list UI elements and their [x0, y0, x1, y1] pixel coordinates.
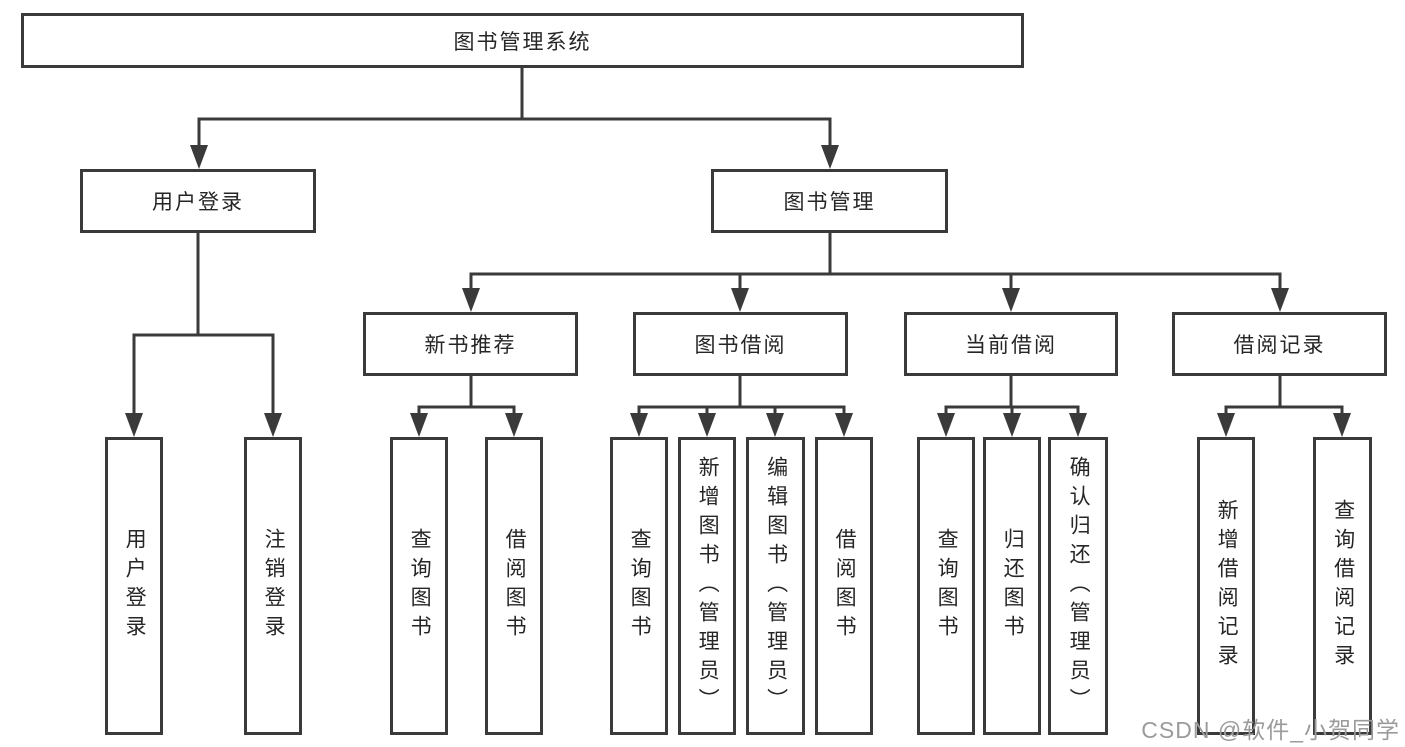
leaf-user-login: 用户登录: [105, 437, 163, 735]
leaf-records-query-record: 查询借阅记录: [1313, 437, 1372, 735]
node-label: 确认归还（管理员）: [1067, 455, 1091, 717]
node-label: 查询图书: [628, 528, 652, 644]
node-label: 用户登录: [123, 528, 147, 644]
leaf-records-add-record: 新增借阅记录: [1197, 437, 1255, 735]
node-label: 编辑图书（管理员）: [764, 455, 788, 717]
leaf-borrow-edit-books-admin: 编辑图书（管理员）: [746, 437, 805, 735]
node-label: 查询借阅记录: [1331, 499, 1355, 673]
node-label: 图书借阅: [694, 334, 787, 357]
node-label: 借阅记录: [1233, 334, 1326, 357]
node-current-borrow: 当前借阅: [904, 312, 1118, 376]
leaf-borrow-query-books: 查询图书: [610, 437, 668, 735]
leaf-newbook-query-books: 查询图书: [390, 437, 448, 735]
leaf-current-query-books: 查询图书: [917, 437, 975, 735]
node-label: 图书管理: [783, 191, 876, 214]
node-label: 借阅图书: [833, 528, 857, 644]
node-label: 注销登录: [262, 528, 286, 644]
leaf-logout: 注销登录: [244, 437, 302, 735]
leaf-borrow-add-books-admin: 新增图书（管理员）: [678, 437, 736, 735]
node-label: 借阅图书: [503, 528, 527, 644]
node-borrow-records: 借阅记录: [1172, 312, 1387, 376]
leaf-newbook-borrow-books: 借阅图书: [485, 437, 543, 735]
node-book-borrow: 图书借阅: [633, 312, 848, 376]
leaf-borrow-borrow-books: 借阅图书: [815, 437, 873, 735]
node-user-login: 用户登录: [80, 169, 316, 233]
node-label: 用户登录: [152, 191, 244, 214]
node-label: 归还图书: [1001, 528, 1025, 644]
leaf-current-return-books: 归还图书: [983, 437, 1041, 735]
node-label: 查询图书: [408, 528, 432, 644]
node-label: 查询图书: [935, 528, 959, 644]
node-root-system: 图书管理系统: [21, 13, 1024, 68]
node-book-management: 图书管理: [711, 169, 948, 233]
node-label: 当前借阅: [965, 334, 1057, 357]
node-new-book-recommend: 新书推荐: [363, 312, 578, 376]
node-label: 新增借阅记录: [1215, 499, 1239, 673]
watermark: CSDN @软件_小贺同学: [1141, 717, 1400, 743]
leaf-current-confirm-return-admin: 确认归还（管理员）: [1048, 437, 1108, 735]
node-label: 新增图书（管理员）: [696, 455, 720, 717]
node-label: 新书推荐: [424, 334, 517, 357]
node-label: 图书管理系统: [453, 30, 592, 54]
